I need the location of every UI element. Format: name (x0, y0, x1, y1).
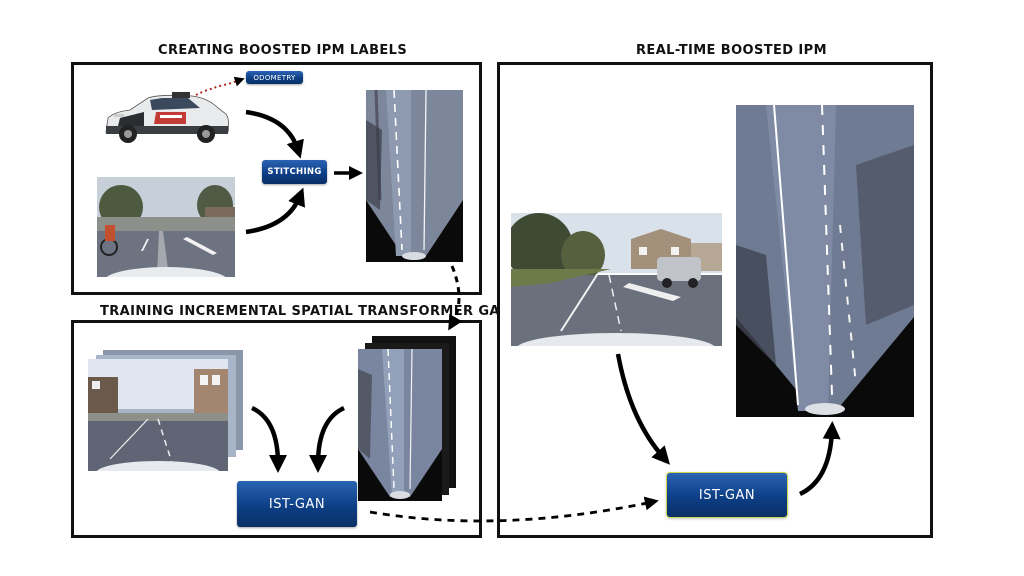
realtime-title: REAL-TIME BOOSTED IPM (636, 43, 827, 58)
front-camera-image (97, 177, 235, 277)
survey-car-image (100, 90, 232, 148)
ist-gan-training-button[interactable]: IST-GAN (237, 481, 357, 527)
stitching-button[interactable]: STITCHING (262, 160, 327, 184)
realtime-boosted-ipm-image (736, 105, 914, 417)
realtime-camera-image (511, 213, 722, 346)
stitched-ipm-label-image (366, 90, 463, 262)
training-ipm-image (358, 349, 442, 501)
creating-labels-title: CREATING BOOSTED IPM LABELS (158, 43, 408, 58)
training-title: TRAINING INCREMENTAL SPATIAL TRANSFORMER… (100, 304, 512, 319)
odometry-button[interactable]: ODOMETRY (246, 71, 303, 84)
ist-gan-realtime-button[interactable]: IST-GAN (667, 473, 787, 517)
training-input-camera-image (88, 359, 228, 471)
